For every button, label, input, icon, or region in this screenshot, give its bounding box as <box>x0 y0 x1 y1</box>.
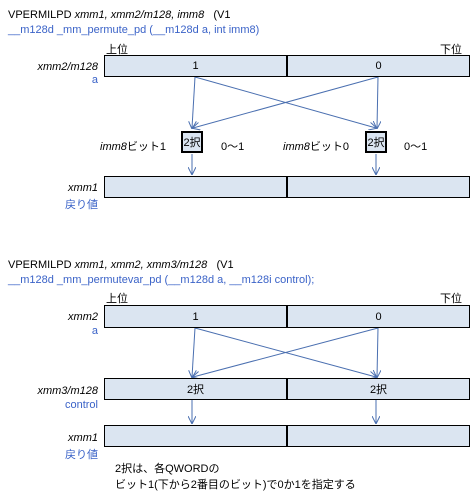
s2-title-mnemonic: VPERMILPD <box>8 259 75 271</box>
s2-ctrl-cell-low: 2択 <box>286 379 469 399</box>
s1-src-register: 1 0 <box>104 55 470 77</box>
s2-title-operands: xmm1, xmm2, xmm3/m128 <box>74 259 208 271</box>
s1-sel-left-imm: imm8 <box>100 141 127 153</box>
s1-src-cell-high: 1 <box>192 60 199 72</box>
s2-low-label: 下位 <box>440 293 462 305</box>
line-s1-lo-to-left <box>193 76 379 128</box>
s1-title-suffix: (V1 <box>213 9 231 21</box>
s1-title-mnemonic: VPERMILPD <box>8 9 75 21</box>
s2-src-register: 1 0 <box>104 305 470 328</box>
s2-dst-sub: 戻り値 <box>65 449 98 461</box>
s2-note-line1: 2択は、各QWORDの <box>115 463 220 475</box>
s1-sel-left-bit: ビット1 <box>126 141 167 153</box>
s1-dst-cell-high <box>105 177 286 197</box>
s1-dst-sub: 戻り値 <box>65 199 98 211</box>
s2-src-label: xmm2 <box>68 311 98 323</box>
s2-src-sub: a <box>91 325 98 337</box>
s1-sel-right-bit: ビット0 <box>309 141 350 153</box>
s2-intrinsic: __m128d _mm_permutevar_pd (__m128d a, __… <box>8 274 315 286</box>
s2-dst-label: xmm1 <box>68 432 98 444</box>
s2-title: VPERMILPD xmm1, xmm2, xmm3/m128 (V1 <box>8 259 234 271</box>
s1-intrinsic: __m128d _mm_permute_pd (__m128d a, int i… <box>8 24 260 36</box>
s2-ctrl-cell-high: 2択 <box>186 384 205 396</box>
s2-ctrl-register: 2択 2択 <box>104 378 470 400</box>
s1-dst-cell-low <box>286 177 469 197</box>
s2-high-label: 上位 <box>106 293 128 305</box>
s1-src-cell-low: 0 <box>286 56 469 76</box>
line-s1-lo-to-right <box>377 76 378 128</box>
s1-selector-left: 2択 <box>181 131 203 153</box>
s1-sel-right-imm: imm8 <box>283 141 310 153</box>
line-s2-hi-to-left <box>192 327 195 377</box>
s1-range-right: 0～1 <box>404 141 428 153</box>
s1-dst-label: xmm1 <box>68 182 98 194</box>
line-s2-lo-to-left <box>193 327 379 377</box>
s2-dst-cell-low <box>286 426 469 446</box>
s1-src-sub: a <box>91 74 98 86</box>
s1-sel-right-label: imm8ビット0 <box>283 138 349 154</box>
s2-dst-register <box>104 425 470 447</box>
s1-title-operands: xmm1, xmm2/m128, imm8 <box>74 9 205 21</box>
s2-title-suffix: (V1 <box>216 259 234 271</box>
s1-sel-left-label: imm8ビット1 <box>100 138 166 154</box>
s1-high-label: 上位 <box>106 44 128 56</box>
s1-low-label: 下位 <box>440 44 462 56</box>
s1-selector-right: 2択 <box>365 131 387 153</box>
s2-dst-cell-high <box>105 426 286 446</box>
s2-ctrl-sub: control <box>64 399 98 411</box>
s2-ctrl-label: xmm3/m128 <box>37 385 98 397</box>
s1-title: VPERMILPD xmm1, xmm2/m128, imm8 (V1 <box>8 9 231 21</box>
line-s1-hi-to-left <box>192 76 195 128</box>
s1-src-label: xmm2/m128 <box>37 61 98 73</box>
s1-range-left: 0～1 <box>221 141 245 153</box>
s2-src-cell-low: 0 <box>286 306 469 327</box>
s2-src-cell-high: 1 <box>192 310 199 323</box>
s2-note-line2: ビット1(下から2番目のビット)で0か1を指定する <box>115 479 356 491</box>
s1-dst-register <box>104 176 470 198</box>
line-s2-lo-to-right <box>377 327 378 377</box>
